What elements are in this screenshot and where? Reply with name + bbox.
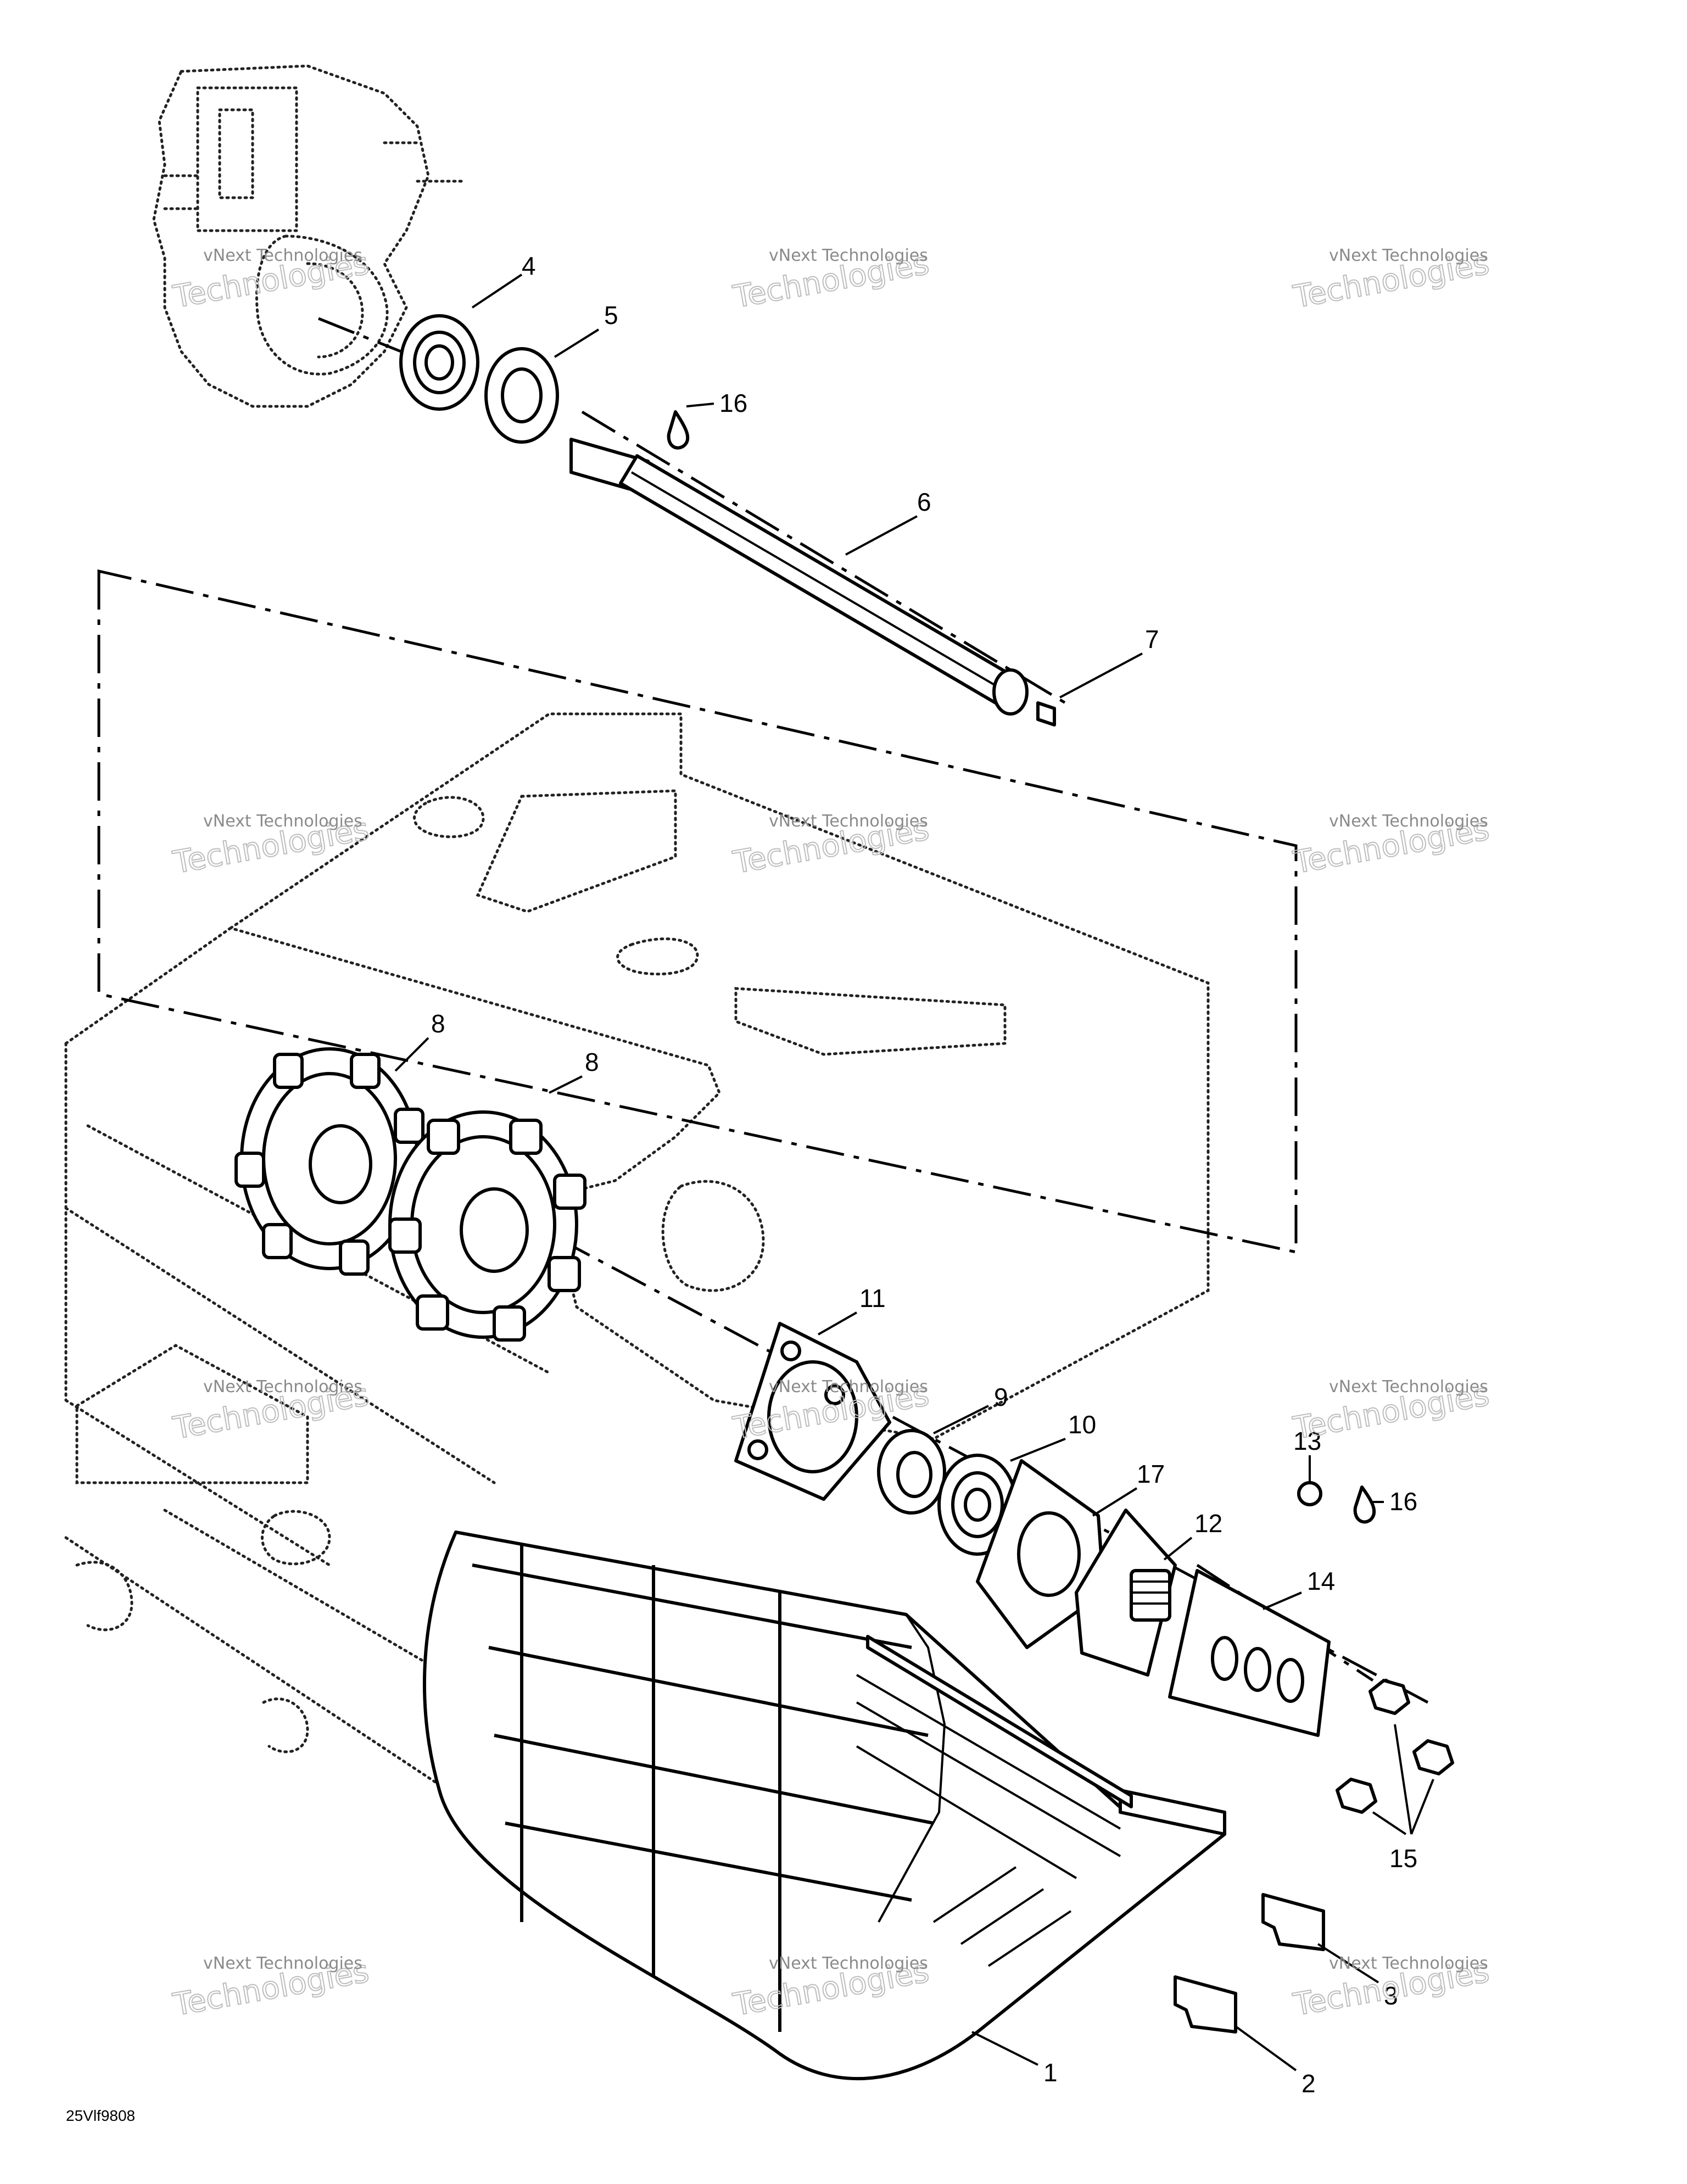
callout-15: 15 (1389, 1844, 1417, 1873)
svg-text:vNext Technologies: vNext Technologies (1329, 246, 1488, 265)
drawing-code: 25Vlf9808 (66, 2107, 135, 2124)
drive-track (422, 1531, 1226, 2081)
callout-14: 14 (1307, 1567, 1335, 1595)
callout-9: 9 (994, 1383, 1008, 1411)
oil-drop-icon-a (667, 410, 690, 450)
callout-11: 11 (859, 1284, 886, 1312)
seal-part-5 (484, 347, 559, 444)
drive-sprocket-2 (388, 1110, 586, 1342)
circlip-part-7 (1036, 701, 1056, 727)
watermark-1: Technologies vNext Technologies (170, 245, 372, 316)
watermark-7: Technologies vNext Technologies (170, 1376, 372, 1447)
callout-3: 3 (1384, 1981, 1398, 2010)
watermark-12: Technologies vNext Technologies (1290, 1953, 1493, 2024)
svg-text:vNext Technologies: vNext Technologies (769, 1954, 928, 1973)
grease-fitting-part-13 (1297, 1481, 1322, 1506)
callout-10: 10 (1068, 1410, 1096, 1439)
bearing-part-4 (399, 314, 479, 411)
svg-text:vNext Technologies: vNext Technologies (203, 812, 362, 831)
callout-4: 4 (522, 252, 536, 280)
slider-part-2 (1174, 1975, 1237, 2034)
svg-text:vNext Technologies: vNext Technologies (1329, 812, 1488, 831)
assembly-centerlines (97, 317, 1429, 1704)
callout-7: 7 (1145, 625, 1159, 653)
watermark-5: Technologies vNext Technologies (730, 811, 932, 881)
watermark-6: Technologies vNext Technologies (1290, 811, 1493, 881)
watermark-3: Technologies vNext Technologies (1290, 245, 1493, 316)
callout-5: 5 (604, 301, 618, 329)
svg-text:vNext Technologies: vNext Technologies (769, 812, 928, 831)
leader-lines (394, 273, 1434, 2071)
part-callouts: 4 5 16 6 7 8 8 11 9 10 17 12 13 16 14 15… (431, 252, 1417, 2098)
callout-13: 13 (1293, 1427, 1321, 1455)
svg-text:vNext Technologies: vNext Technologies (1329, 1377, 1488, 1397)
oil-drop-icon-b (1353, 1485, 1376, 1524)
svg-text:vNext Technologies: vNext Technologies (769, 1377, 928, 1397)
callout-17: 17 (1137, 1460, 1165, 1488)
svg-text:vNext Technologies: vNext Technologies (1329, 1954, 1488, 1973)
svg-text:vNext Technologies: vNext Technologies (203, 1954, 362, 1973)
svg-text:vNext Technologies: vNext Technologies (203, 1377, 362, 1397)
slider-part-3 (1261, 1893, 1325, 1951)
watermark-10: Technologies vNext Technologies (170, 1953, 372, 2024)
flange-part-12 (1075, 1509, 1177, 1677)
callout-16a: 16 (719, 389, 747, 417)
watermark-4: Technologies vNext Technologies (170, 811, 372, 881)
callout-1: 1 (1043, 2058, 1058, 2087)
callout-12: 12 (1194, 1509, 1222, 1538)
callout-2: 2 (1301, 2069, 1316, 2098)
callout-8a: 8 (431, 1009, 445, 1038)
watermark-2: Technologies vNext Technologies (730, 245, 932, 316)
bracket-part-14 (1168, 1569, 1331, 1737)
callout-8b: 8 (585, 1048, 599, 1076)
svg-text:vNext Technologies: vNext Technologies (203, 246, 362, 265)
watermark-9: Technologies vNext Technologies (1290, 1376, 1493, 1447)
callout-6: 6 (917, 488, 931, 516)
gearcase-housing (152, 64, 463, 408)
drive-sprocket-1 (234, 1047, 424, 1276)
svg-text:vNext Technologies: vNext Technologies (769, 246, 928, 265)
nuts-part-15 (1336, 1679, 1454, 1814)
seal-plate-part-17 (976, 1459, 1105, 1649)
callout-16b: 16 (1389, 1487, 1417, 1516)
bearing-housing-part-11 (734, 1322, 891, 1501)
ring-part-9 (877, 1429, 946, 1515)
drive-axle-part-6 (569, 438, 1029, 716)
